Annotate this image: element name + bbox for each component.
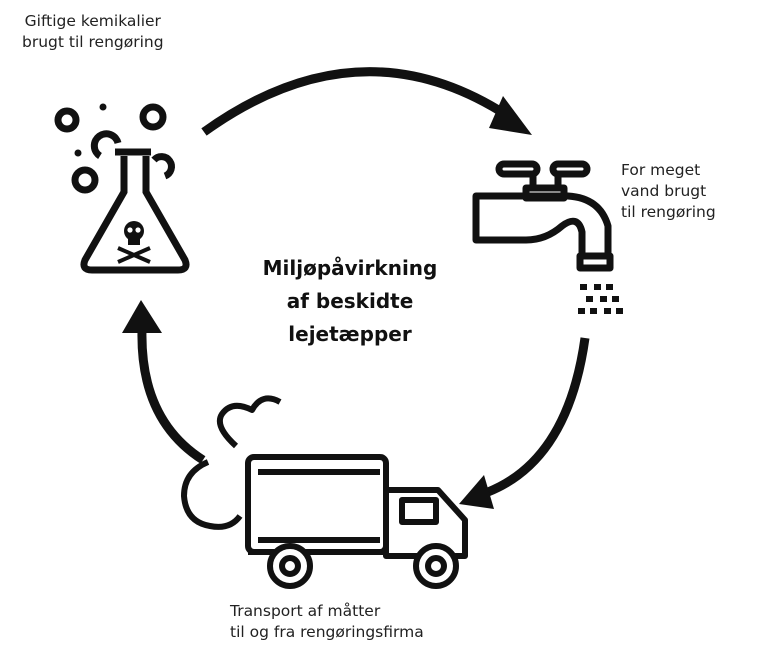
arrow-left [122,300,206,464]
water-label-line: vand brugt [621,182,707,200]
water-tap-icon [472,160,623,314]
diagram-title-line: af beskidte [286,289,414,313]
arrow-right [459,337,590,509]
transport-label-line: til og fra rengøringsfirma [230,623,424,641]
chemicals-label-line: Giftige kemikalier [24,12,161,30]
diagram-title-line: lejetæpper [288,322,412,346]
arrow-top [201,67,532,136]
transport-label-line: Transport af måtter [230,602,381,620]
water-label: For meget vand brugt til rengøring [621,160,716,223]
delivery-truck-icon [181,395,468,589]
chemical-flask-icon [54,103,190,274]
chemicals-label-line: brugt til rengøring [22,33,164,51]
transport-label: Transport af måtter til og fra rengøring… [230,601,424,643]
chemicals-label: Giftige kemikalier brugt til rengøring [22,11,164,53]
diagram-title-line: Miljøpåvirkning [262,256,438,280]
diagram-title: Miljøpåvirkning af beskidte lejetæpper [240,252,460,351]
water-label-line: til rengøring [621,203,716,221]
water-label-line: For meget [621,161,701,179]
